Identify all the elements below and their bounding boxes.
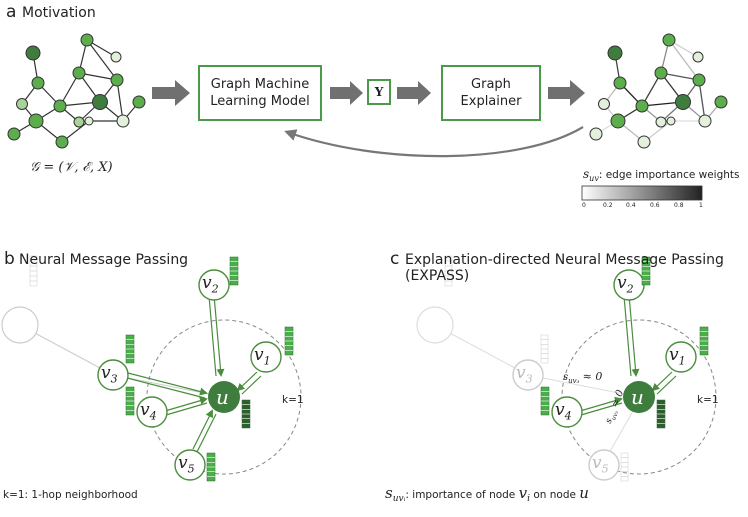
model-line2: Learning Model: [210, 94, 310, 109]
edge-weights-caption: suv: edge importance weights: [583, 167, 740, 183]
c-node-v2-sub: 2: [626, 282, 634, 296]
c-node-v5-letter: v: [592, 453, 602, 473]
panel-c-feature-bars: [444, 255, 709, 482]
arrow-graph-to-model: [152, 80, 190, 106]
node-v5-letter: v: [178, 453, 188, 473]
colorbar-tick-2: 0.4: [626, 202, 636, 209]
node-v1-letter: v: [254, 345, 264, 365]
c-node-v2: v2: [617, 273, 634, 295]
node-v4-sub: 4: [149, 409, 157, 423]
footer-end: on node: [529, 489, 580, 501]
arrow-y-to-explainer: [397, 81, 431, 105]
edge-weight-v3: suv₃ ≈ 0: [563, 370, 602, 385]
y-label: Y: [374, 84, 384, 99]
footer-target: u: [579, 484, 589, 502]
c-node-v3: v3: [516, 363, 533, 385]
panel-b-title: Neural Message Passing: [19, 252, 189, 268]
node-v1: v1: [254, 345, 271, 367]
c-node-v1: v1: [669, 345, 686, 367]
node-v3: v3: [101, 363, 118, 385]
footer-node-sub: i: [527, 494, 530, 505]
node-v4: v4: [140, 400, 157, 422]
y-output-box: Y: [367, 79, 391, 105]
footer-node: v: [518, 484, 528, 502]
colorbar-tick-4: 0.8: [674, 202, 684, 209]
edge-weight-v3-value: ≈ 0: [582, 370, 603, 383]
colorbar-tick-0: 0: [582, 202, 586, 209]
output-graph-nodes: [589, 33, 728, 149]
footer-mid: : importance of node: [405, 489, 519, 501]
panel-a-title: Motivation: [22, 5, 96, 21]
panel-b-footer: k=1: 1-hop neighborhood: [3, 489, 138, 501]
input-graph-nodes: [7, 33, 146, 149]
colorbar-tick-5: 1: [699, 202, 703, 209]
weights-symbol: s: [583, 167, 590, 181]
feedback-arrow: [284, 126, 584, 158]
node-v1-sub: 1: [263, 354, 271, 368]
arrow-explainer-to-output: [548, 80, 585, 106]
c-node-v3-letter: v: [516, 363, 526, 383]
c-node-v5-sub: 5: [601, 462, 609, 476]
node-v2-sub: 2: [211, 282, 219, 296]
footer-s-sub: uvᵢ: [392, 494, 406, 505]
c-node-v4: v4: [555, 400, 572, 422]
panel-c-letter: c: [390, 249, 400, 269]
panel-b-letter: b: [4, 249, 15, 269]
colorbar-tick-1: 0.2: [603, 202, 613, 209]
panel-c-k-label: k=1: [697, 394, 719, 406]
graph-definition: 𝒢 = (𝒱, ℰ, X): [30, 160, 113, 175]
c-node-v1-letter: v: [669, 345, 679, 365]
c-node-v5: v5: [592, 453, 609, 475]
weights-subscript: uv: [589, 174, 599, 184]
node-v3-sub: 3: [110, 372, 118, 386]
c-node-v3-sub: 3: [525, 372, 533, 386]
weights-caption-text: : edge importance weights: [598, 169, 740, 181]
colorbar-tick-3: 0.6: [650, 202, 660, 209]
footer-s: s: [385, 484, 393, 502]
node-v2: v2: [202, 273, 219, 295]
node-v5-sub: 5: [187, 462, 195, 476]
node-v3-letter: v: [101, 363, 111, 383]
edge-weight-v3-sub: uv₃: [568, 377, 580, 385]
panel-b-k-label: k=1: [282, 394, 304, 406]
node-v4-letter: v: [140, 400, 150, 420]
explainer-line2: Explainer: [460, 94, 522, 109]
panel-c-footer: suvᵢ: importance of node vi on node u: [385, 484, 589, 504]
edge-weight-v3-symbol: s: [563, 372, 569, 383]
model-line1: Graph Machine: [210, 77, 310, 92]
colorbar: [581, 185, 703, 201]
c-node-v4-sub: 4: [564, 409, 572, 423]
panel-c-graph: [416, 269, 717, 481]
node-u: u: [216, 385, 229, 409]
panel-c-title: Explanation-directed Neural Message Pass…: [405, 252, 724, 284]
arrow-model-to-y: [330, 81, 363, 105]
c-node-u: u: [631, 385, 644, 409]
c-node-v4-letter: v: [555, 400, 565, 420]
c-node-v1-sub: 1: [678, 354, 686, 368]
node-v2-letter: v: [202, 273, 212, 293]
panel-b-feature-bars: [29, 255, 294, 482]
explainer-line1: Graph: [471, 77, 511, 92]
node-v5: v5: [178, 453, 195, 475]
panel-b-graph: [1, 269, 302, 481]
c-node-v2-letter: v: [617, 273, 627, 293]
panel-a-letter: a: [6, 2, 17, 22]
